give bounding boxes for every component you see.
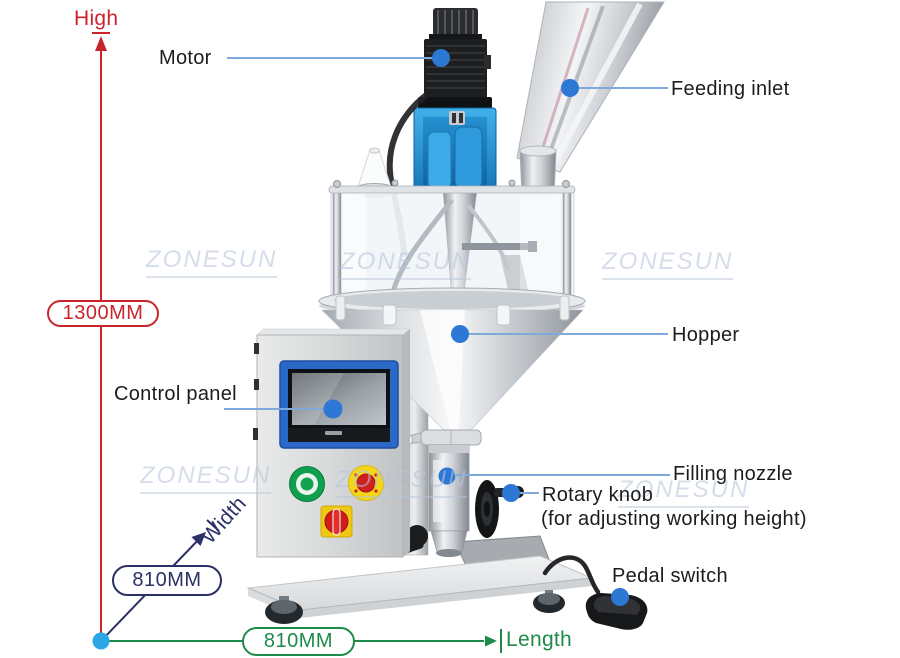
start-button [289,466,325,502]
leader-lines [224,57,670,494]
feeding-inlet-chute [516,1,665,197]
height-dimension-value: 1300MM [47,300,159,327]
pedal-cable [542,555,601,595]
brand-watermark: ZONESUN [140,462,272,494]
height-axis-label: High [74,7,119,30]
height-dimension-line [92,32,110,641]
brand-watermark: ZONESUN [146,246,278,278]
width-dimension-value: 810MM [112,565,222,596]
filling-nozzle [428,444,470,557]
hopper-cylinder [328,179,576,301]
brand-watermark: ZONESUN [618,476,750,508]
origin-dot [92,632,110,650]
hopper-label: Hopper [672,324,740,346]
leveling-foot [265,596,303,624]
motor-label: Motor [159,47,212,69]
emergency-stop-button [348,465,384,501]
marker-dots [323,49,629,606]
length-axis-label: Length [506,628,573,651]
power-switch [320,505,353,538]
rotary-knob-label: Rotary knob [542,484,654,506]
motor-housing [413,107,497,193]
leveling-foot [533,590,565,613]
feeding-inlet-label: Feeding inlet [671,78,790,100]
pedal-switch [585,593,648,630]
length-dimension-value: 810MM [242,627,355,656]
brand-watermark: ZONESUN [340,248,472,280]
pedal-switch-label: Pedal switch [612,565,728,587]
filling-nozzle-label: Filling nozzle [673,463,793,485]
rotary-knob-note: (for adjusting working height) [541,508,807,530]
control-panel-label: Control panel [114,383,237,405]
brand-watermark: ZONESUN [336,466,468,498]
brand-watermark: ZONESUN [602,248,734,280]
